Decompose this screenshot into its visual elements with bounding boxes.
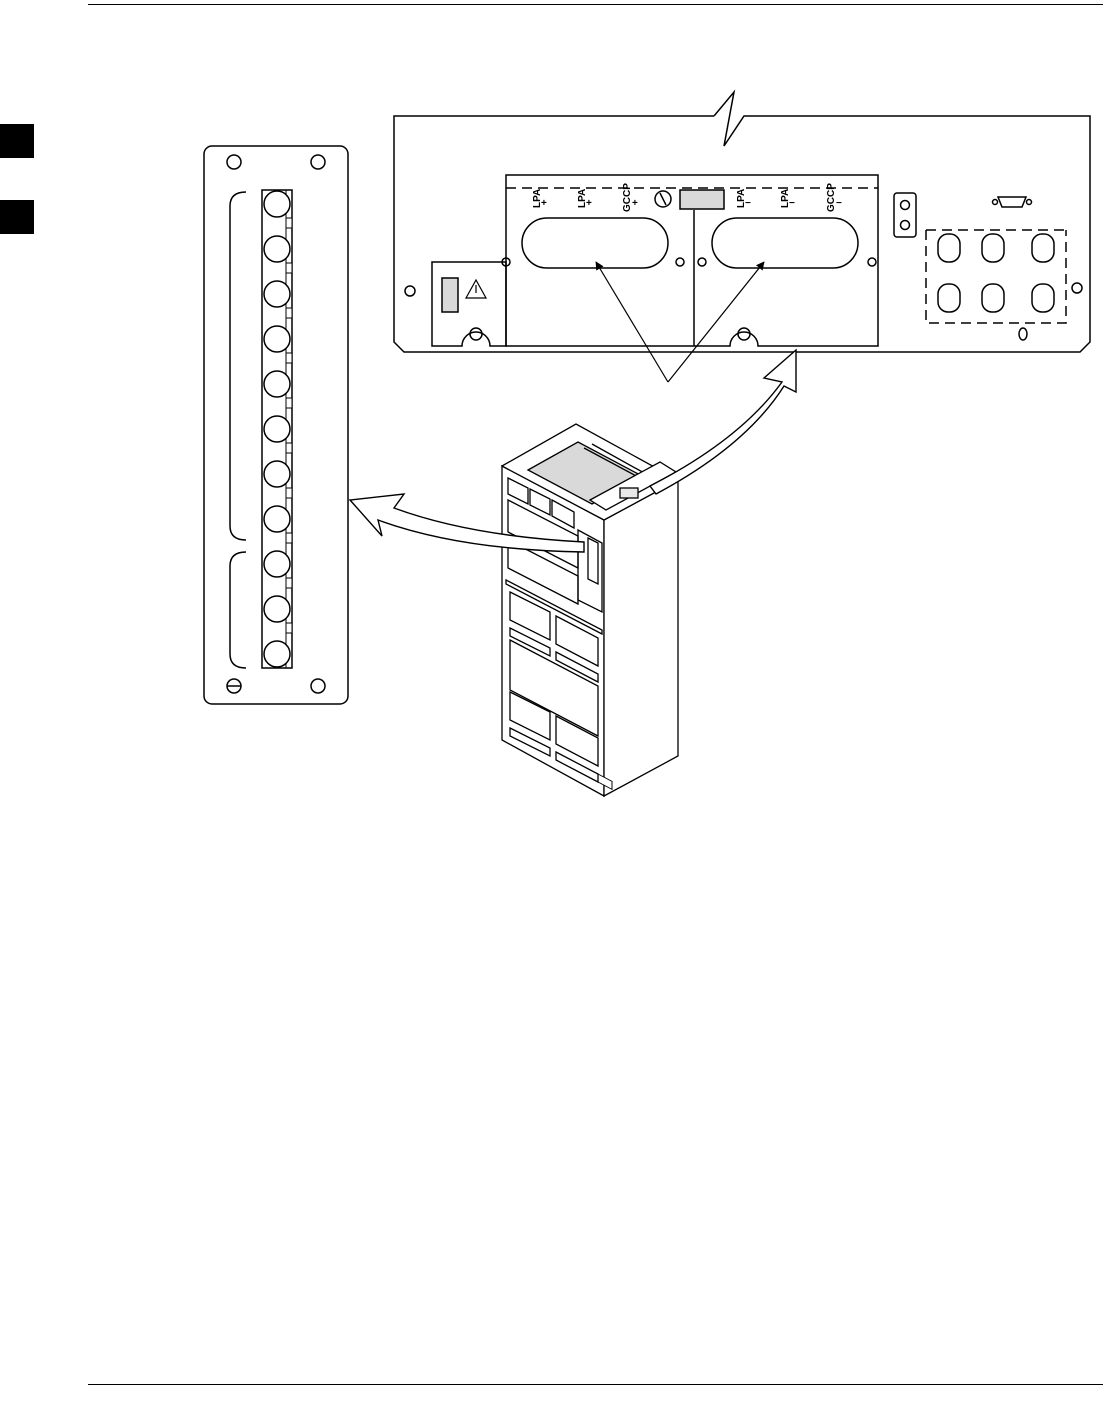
fuse-11 — [264, 641, 290, 667]
fuse-tab-8 — [286, 533, 292, 543]
fuse-5 — [264, 371, 290, 397]
fuse-tab-9 — [286, 578, 292, 588]
fuse-9 — [264, 551, 290, 577]
fuse-tab-1 — [286, 218, 292, 228]
neg-sign-1: − — [745, 198, 751, 209]
breaker-panel-detail — [394, 92, 1090, 352]
pos-sign-3: + — [632, 198, 638, 209]
fuse-6 — [264, 416, 290, 442]
fuse-tab-3 — [286, 308, 292, 318]
neg-sign-2: − — [789, 198, 795, 209]
equipment-cabinet — [502, 424, 678, 796]
fuse-tab-10 — [286, 623, 292, 633]
fuse-7 — [264, 461, 290, 487]
fuse-tab-7 — [286, 488, 292, 498]
fuse-8 — [264, 506, 290, 532]
fuse-1 — [264, 191, 290, 217]
pos-sign-1: + — [541, 198, 547, 209]
fuse-tab-5 — [286, 398, 292, 408]
neg-sign-3: − — [836, 198, 842, 209]
fuse-tab-6 — [286, 443, 292, 453]
pos-sign-2: + — [586, 198, 592, 209]
fuse-tab-4 — [286, 353, 292, 363]
fuse-tab-2 — [286, 263, 292, 273]
fuse-4 — [264, 326, 290, 352]
fuse-10 — [264, 596, 290, 622]
fuse-3 — [264, 281, 290, 307]
fuse-2 — [264, 236, 290, 262]
